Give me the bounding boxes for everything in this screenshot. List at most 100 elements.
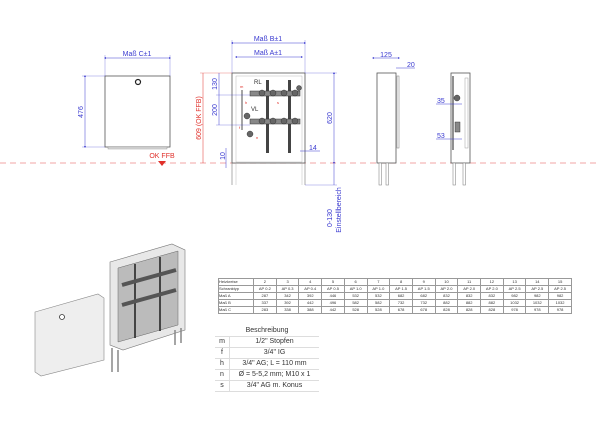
row-text: 3/4" AG m. Konus xyxy=(229,380,319,392)
front-open-view: RL VL m f s n h Maß B±1 Maß A±1 609 (OK … xyxy=(196,36,343,233)
table-cell: 496 xyxy=(321,299,345,307)
table-cell: 2 xyxy=(253,278,277,286)
dim-609-ok-ffb: 609 (OK FFB) xyxy=(196,96,203,140)
row-text: 3/4" IG xyxy=(229,347,319,359)
dim-200: 200 xyxy=(212,104,219,116)
row-label: Maß B xyxy=(218,299,254,307)
table-cell: 446 xyxy=(321,292,345,300)
table-cell: 832 xyxy=(434,292,459,300)
table-cell: AP 1.0 xyxy=(343,285,368,293)
table-cell: 978 xyxy=(525,306,550,314)
table-cell: 10 xyxy=(434,278,459,286)
table-cell: 4 xyxy=(298,278,323,286)
table-cell: 532 xyxy=(366,292,391,300)
table-cell: 982 xyxy=(548,292,572,300)
row-label: Heizkreise xyxy=(218,278,254,286)
table-cell: AP 1.0 xyxy=(366,285,391,293)
table-cell: 338 xyxy=(275,306,300,314)
row-key: s xyxy=(215,380,230,392)
table-cell: 392 xyxy=(275,299,300,307)
table-cell: 982 xyxy=(502,292,527,300)
table-cell: AP 0.2 xyxy=(253,285,277,293)
cabinet-3d-view xyxy=(34,243,186,377)
table-cell: AP 0.4 xyxy=(298,285,323,293)
table-cell: AP 2.0 xyxy=(480,285,504,293)
table-cell: 582 xyxy=(343,299,368,307)
return-label: RL xyxy=(254,80,262,86)
adjust-range-label: Einstellbereich xyxy=(336,187,343,233)
table-cell: 678 xyxy=(411,306,436,314)
table-cell: 3 xyxy=(275,278,300,286)
part-n: n xyxy=(256,135,258,140)
part-f: f xyxy=(239,125,241,130)
row-label: Maß A xyxy=(218,292,254,300)
table-cell: 392 xyxy=(298,292,323,300)
floor-label: OK FFB xyxy=(149,153,175,160)
table-cell: 287 xyxy=(253,292,277,300)
row-key: n xyxy=(215,369,230,381)
dim-mass-b: Maß B±1 xyxy=(254,36,282,43)
table-cell: 14 xyxy=(525,278,550,286)
table-cell: 1032 xyxy=(502,299,527,307)
table-cell: 528 xyxy=(343,306,368,314)
dim-35: 35 xyxy=(437,98,445,105)
table-cell: 582 xyxy=(366,299,391,307)
table-cell: 978 xyxy=(502,306,527,314)
table-cell: 682 xyxy=(389,292,413,300)
table-cell: AP 0.3 xyxy=(275,285,300,293)
dim-mass-c: Maß C±1 xyxy=(123,51,152,58)
table-cell: AP 2.0 xyxy=(457,285,482,293)
table-cell: AP 0.5 xyxy=(321,285,345,293)
row-key: f xyxy=(215,347,230,359)
table-cell: 342 xyxy=(275,292,300,300)
table-cell: AP 2.0 xyxy=(434,285,459,293)
table-cell: 1032 xyxy=(548,299,572,307)
table-cell: 442 xyxy=(298,299,323,307)
table-cell: 8 xyxy=(389,278,413,286)
dim-476: 476 xyxy=(78,106,85,118)
table-cell: 388 xyxy=(298,306,323,314)
table-cell: 828 xyxy=(457,306,482,314)
table-cell: 678 xyxy=(389,306,413,314)
table-cell: 7 xyxy=(366,278,391,286)
table-cell: 1032 xyxy=(525,299,550,307)
table-cell: 442 xyxy=(321,306,345,314)
table-cell: 682 xyxy=(411,292,436,300)
table-cell: 832 xyxy=(457,292,482,300)
dim-130: 130 xyxy=(212,78,219,90)
table-cell: 528 xyxy=(366,306,391,314)
table-cell: 9 xyxy=(411,278,436,286)
dim-620: 620 xyxy=(327,112,334,124)
table-cell: 337 xyxy=(253,299,277,307)
table-cell: 15 xyxy=(548,278,572,286)
table-cell: AP 2.5 xyxy=(525,285,550,293)
section-view: 35 53 xyxy=(436,72,471,186)
row-key: m xyxy=(215,336,230,348)
row-text: 3/4" AG; L = 110 mm xyxy=(229,358,319,370)
table-cell: 13 xyxy=(502,278,527,286)
part-h: h xyxy=(245,100,247,105)
floor-marker-icon xyxy=(158,161,166,166)
table-cell: 828 xyxy=(434,306,459,314)
side-view: 125 20 xyxy=(372,52,415,186)
table-cell: 732 xyxy=(389,299,413,307)
table-cell: 532 xyxy=(343,292,368,300)
table-cell: 832 xyxy=(480,292,504,300)
row-text: Ø = 5-5,2 mm; M10 x 1 xyxy=(229,369,319,381)
row-label: Maß C xyxy=(218,306,254,314)
table-cell: 982 xyxy=(525,292,550,300)
dim-adjust-range: 0-130 xyxy=(327,209,334,227)
table-cell: 6 xyxy=(343,278,368,286)
row-label: Schranktyp xyxy=(218,285,254,293)
dim-125: 125 xyxy=(380,52,392,59)
